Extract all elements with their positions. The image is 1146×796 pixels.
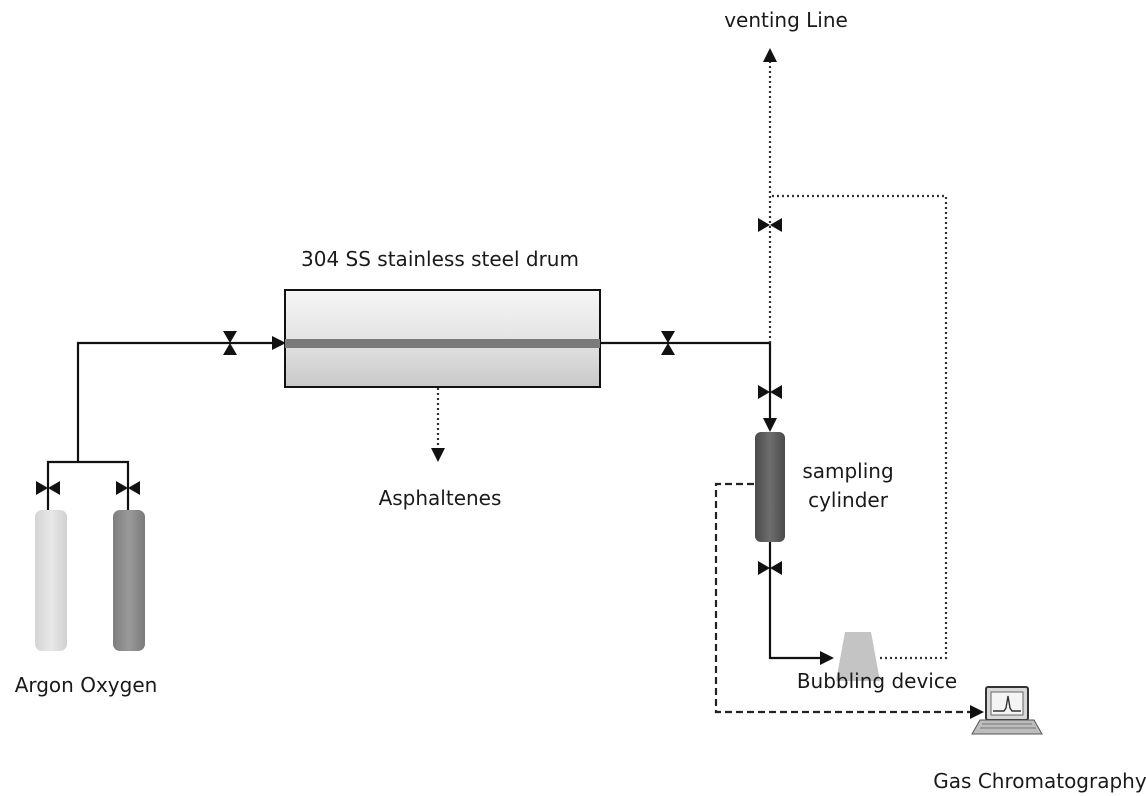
sampler-inlet-arrow (763, 418, 777, 432)
gas-chromatography-label: Gas Chromatography (933, 769, 1146, 793)
sampling-cylinder-label-2: cylinder (808, 488, 889, 512)
valve-feed-icon (223, 331, 237, 355)
bubbling-device-label: Bubbling device (797, 669, 957, 693)
sampling-cylinder-label-1: sampling (802, 459, 893, 483)
gc-arrow (970, 705, 984, 719)
asphaltenes-arrow (431, 448, 445, 462)
gas-cylinders-label: Argon Oxygen (15, 673, 158, 697)
gas-feed-line (46, 341, 276, 510)
valve-sampler-inlet-icon (758, 385, 782, 399)
feed-arrow (272, 336, 286, 350)
valve-sampler-outlet-icon (758, 561, 782, 575)
stainless-steel-drum (284, 289, 601, 388)
sampling-cylinder (755, 432, 785, 542)
gas-chromatography-computer (971, 686, 1043, 735)
valve-argon-icon (36, 481, 60, 495)
valve-vent-icon (758, 218, 782, 232)
oxygen-cylinder (113, 510, 145, 651)
asphaltenes-label: Asphaltenes (379, 486, 502, 510)
bubbler-inlet-arrow (820, 651, 834, 665)
sampler-outlet-line (768, 542, 822, 660)
valve-oxygen-icon (116, 481, 140, 495)
bubbling-device (836, 632, 880, 681)
drum-center-bar (285, 339, 600, 348)
valve-outlet-icon (661, 331, 675, 355)
argon-cylinder (35, 510, 67, 651)
bubbler-return-line (770, 194, 948, 660)
drum-label: 304 SS stainless steel drum (301, 247, 579, 271)
drum-outlet-line (600, 341, 772, 422)
venting-arrow (763, 48, 777, 62)
venting-line-label: venting Line (724, 8, 848, 32)
